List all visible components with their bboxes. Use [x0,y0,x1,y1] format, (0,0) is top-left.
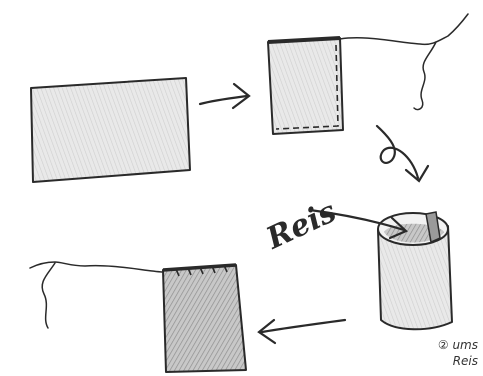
rice-pointer-arrow [308,208,408,240]
caption-line-2: Reis [452,354,478,368]
rice-label: Reis [260,194,341,257]
sewn-pouch [267,36,344,135]
caption-word-1: ums [452,338,478,352]
thread-hanging [29,261,163,329]
thread [339,13,469,111]
turn-arrow [375,124,430,183]
arrow-right [198,82,251,110]
step-caption: ② ums Reis [400,337,478,369]
caption-line-1: ② ums [400,337,478,353]
fabric-rectangle [30,77,191,183]
fabric-tube [377,211,453,331]
arrow-left [257,318,347,345]
filled-pouch [162,263,247,373]
step-number-marker: ② [437,338,449,352]
